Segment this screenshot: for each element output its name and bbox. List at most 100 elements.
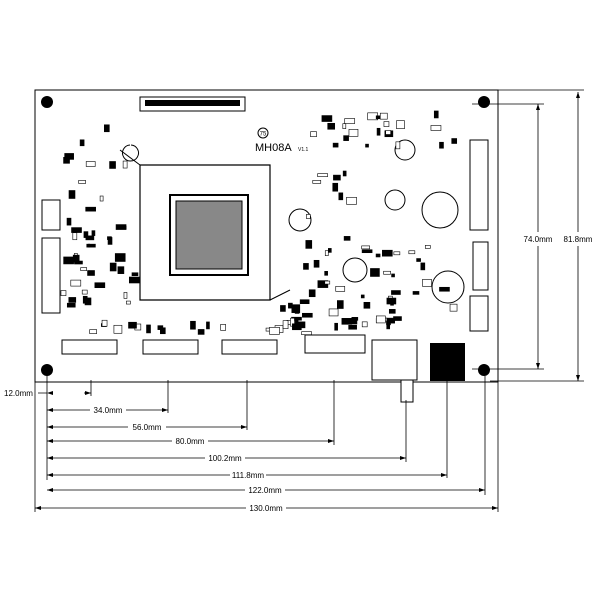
smd-part [360, 294, 365, 299]
smd-part [433, 110, 439, 119]
smd-part [395, 141, 401, 150]
smd-part [344, 118, 356, 124]
smd-part [157, 325, 164, 330]
smd-part [301, 331, 312, 335]
smd-part [89, 329, 97, 334]
arrowhead [576, 375, 580, 381]
smd-part [370, 268, 380, 277]
smd-part [94, 282, 106, 289]
smd-part [299, 299, 310, 305]
smd-part [131, 272, 139, 277]
smd-part [122, 160, 128, 169]
smd-part [294, 307, 300, 314]
smd-part [363, 301, 371, 309]
smd-part [313, 259, 320, 268]
arrowhead [85, 391, 91, 395]
smd-part [348, 129, 359, 137]
smd-part [365, 143, 369, 148]
arrowhead [47, 473, 53, 477]
smd-part [324, 280, 331, 285]
smd-part [376, 315, 386, 324]
board-version-text: V1.1 [298, 147, 309, 153]
smd-part [416, 258, 421, 262]
dim-label-v81: 81.8mm [564, 235, 593, 244]
dim-label-d130: 130.0mm [249, 504, 283, 513]
arrowhead [35, 506, 41, 510]
smd-part [70, 279, 82, 287]
smd-part [82, 295, 88, 304]
main-ic-die [175, 200, 243, 270]
arrowhead [328, 439, 334, 443]
smd-part [302, 312, 313, 318]
smd-part [146, 324, 151, 334]
smd-part [335, 286, 346, 292]
smd-part [343, 236, 351, 241]
smd-part [109, 161, 116, 169]
side-connector [469, 295, 489, 332]
smd-part [305, 240, 313, 249]
smd-part [334, 322, 338, 331]
smd-part [104, 124, 110, 133]
smd-part [303, 263, 309, 270]
smd-part [83, 231, 89, 238]
smd-part [88, 243, 96, 248]
dim-label-d100: 100.2mm [208, 454, 242, 463]
smd-part [66, 302, 76, 308]
capacitor [421, 191, 459, 229]
smd-part [332, 142, 339, 148]
arrowhead [576, 92, 580, 98]
side-connector [469, 139, 489, 231]
arrowhead [47, 425, 53, 429]
smd-part [79, 139, 85, 147]
smd-part [439, 141, 444, 149]
smd-part [117, 266, 125, 274]
dim-label-v74: 74.0mm [524, 235, 553, 244]
smd-part [341, 318, 353, 325]
smd-part [375, 253, 381, 258]
audio-jack-barrel [400, 379, 414, 403]
capacitor [384, 189, 406, 211]
smd-part [115, 224, 127, 230]
smd-part [312, 180, 322, 184]
arrowhead [536, 104, 540, 110]
lvds-connector [142, 339, 199, 355]
arrowhead [47, 391, 53, 395]
smd-part [321, 115, 333, 122]
lvds-connector [304, 334, 366, 354]
smd-part [343, 135, 349, 141]
circle-mark-text: 75 [260, 132, 267, 138]
dim-label-d34: 34.0mm [94, 406, 123, 415]
smd-part [68, 190, 76, 199]
smd-part [328, 308, 339, 317]
audio-jack [371, 339, 418, 381]
smd-part [85, 161, 96, 167]
extension-lines [472, 89, 584, 382]
smd-part [338, 192, 344, 201]
smd-part [382, 249, 393, 257]
smd-part [292, 323, 302, 331]
mounting-hole [478, 364, 490, 376]
arrowhead [441, 473, 447, 477]
smd-part [379, 112, 388, 120]
smd-part [449, 303, 458, 312]
smd-part [408, 250, 416, 255]
dim-label-d80: 80.0mm [176, 437, 205, 446]
connector-pins [145, 100, 240, 106]
smd-part [420, 262, 426, 271]
pcb-board: 75 MH08A V1.1 [34, 89, 499, 403]
lvds-connector [61, 339, 118, 355]
smd-part [66, 217, 72, 226]
smd-part [220, 324, 226, 331]
smd-part [294, 304, 301, 309]
smd-part [424, 245, 431, 249]
capacitors [288, 139, 465, 304]
smd-part [85, 206, 96, 212]
smd-part [294, 319, 299, 324]
arrowhead [47, 488, 53, 492]
smd-part [385, 130, 391, 135]
smd-part [383, 270, 391, 275]
smd-part [422, 279, 432, 287]
heatsink-bracket [119, 144, 291, 301]
smd-part [113, 324, 123, 334]
smd-part [68, 297, 77, 303]
